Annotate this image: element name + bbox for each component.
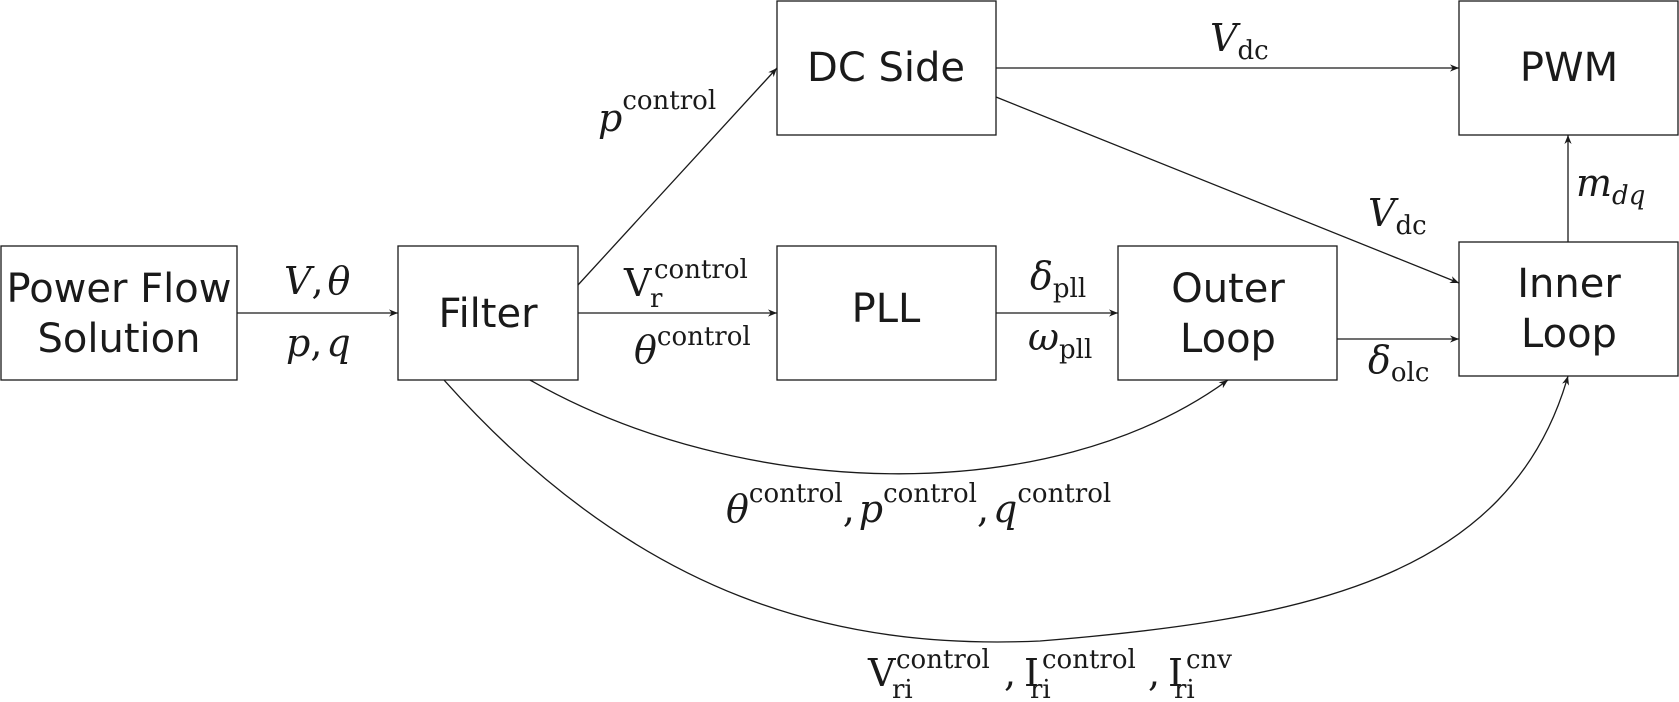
- inner-loop-block: Inner Loop: [1458, 241, 1679, 377]
- svg-text:I: I: [1024, 651, 1039, 695]
- svg-text:cnv: cnv: [1186, 645, 1232, 675]
- arrow-filter-to-outer-loop: [529, 379, 1229, 475]
- power-flow-label-line1: Power Flow: [7, 266, 232, 312]
- label-p-q: p,q: [286, 321, 351, 365]
- inner-loop-label-line2: Loop: [1521, 311, 1617, 357]
- svg-text:ri: ri: [1030, 675, 1051, 702]
- label-delta-pll: δpll: [1030, 254, 1086, 304]
- svg-text:control: control: [654, 255, 748, 285]
- svg-text:control: control: [896, 645, 990, 675]
- label-theta-control: θcontrol: [634, 322, 751, 372]
- outer-loop-label-line2: Loop: [1180, 316, 1276, 362]
- label-outer-loop-inputs: θcontrol,pcontrol,qcontrol: [726, 479, 1111, 531]
- outer-loop-block: Outer Loop: [1117, 245, 1338, 381]
- svg-text:,: ,: [1004, 651, 1016, 695]
- pll-block: PLL: [776, 245, 997, 381]
- pwm-block: PWM: [1458, 0, 1679, 136]
- label-delta-olc: δolc: [1368, 338, 1429, 388]
- label-vdc-top: Vdc: [1210, 16, 1269, 66]
- label-p-control: pcontrol: [598, 86, 716, 140]
- svg-text:ri: ri: [892, 675, 913, 702]
- arrow-dc-side-to-inner-loop: [995, 96, 1460, 284]
- arrow-filter-to-inner-loop: [443, 375, 1569, 643]
- svg-text:V: V: [623, 261, 652, 305]
- svg-text:ri: ri: [1174, 675, 1195, 702]
- inner-loop-label-line1: Inner: [1517, 261, 1621, 307]
- dc-side-block: DC Side: [776, 0, 997, 136]
- filter-block: Filter: [397, 245, 579, 381]
- outer-loop-label-line1: Outer: [1171, 266, 1285, 312]
- label-inner-loop-inputs: V control ri , I control ri , I cnv ri: [867, 645, 1232, 702]
- svg-text:V: V: [867, 651, 896, 695]
- pll-label: PLL: [852, 286, 921, 332]
- label-omega-pll: ωpll: [1028, 315, 1092, 365]
- dc-side-label: DC Side: [807, 45, 965, 91]
- label-vdc-diagonal: Vdc: [1368, 191, 1427, 241]
- svg-text:r: r: [650, 284, 663, 314]
- pwm-label: PWM: [1520, 45, 1618, 91]
- power-flow-label-line2: Solution: [38, 316, 201, 362]
- arrow-filter-to-dc-side: [577, 67, 778, 286]
- filter-label: Filter: [438, 291, 538, 337]
- svg-text:,: ,: [1148, 651, 1160, 695]
- svg-text:control: control: [1042, 645, 1136, 675]
- label-v-theta: V,θ: [284, 259, 351, 303]
- label-m-dq: mdq: [1576, 161, 1645, 211]
- svg-text:I: I: [1168, 651, 1183, 695]
- label-vr-control: V control r: [623, 255, 748, 314]
- power-flow-solution-block: Power Flow Solution: [0, 245, 238, 381]
